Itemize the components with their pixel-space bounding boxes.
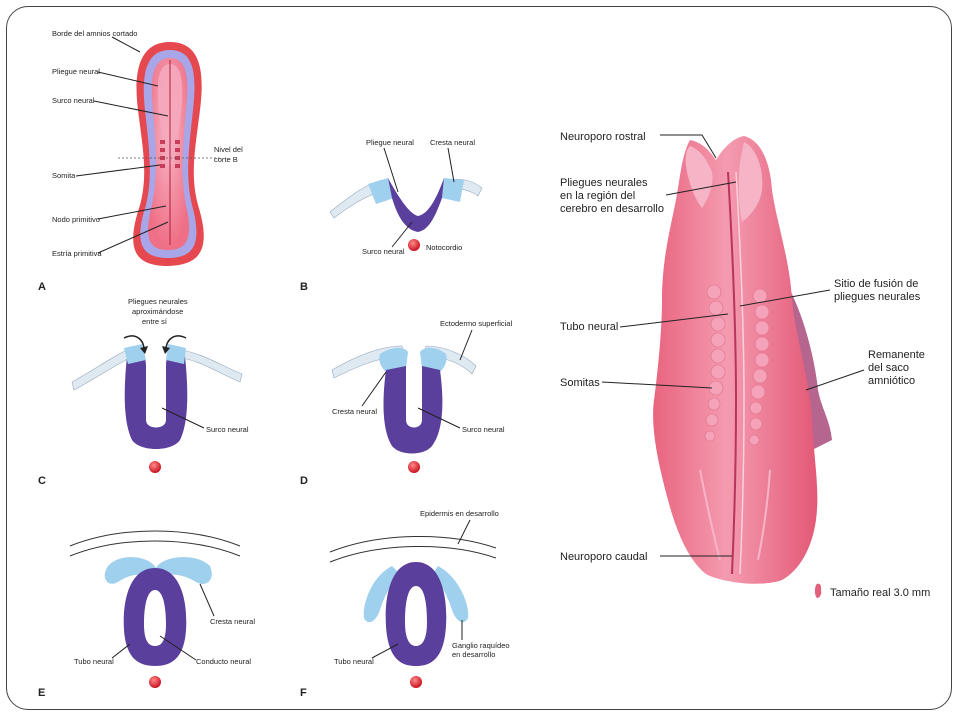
panel-e: Cresta neural Tubo neural Conducto neura… <box>38 530 255 699</box>
label-section-level-1: Nivel del <box>214 145 243 154</box>
panel-letter-e: E <box>38 687 45 699</box>
label-amnion-edge: Borde del amnios cortado <box>52 29 137 38</box>
c-crest-right <box>166 344 186 364</box>
label-fusion-2: pliegues neurales <box>834 291 921 303</box>
label-c-folds-3: entre sí <box>142 317 168 326</box>
c-crest-left <box>124 344 146 364</box>
label-primitive-node: Nodo primitivo <box>52 215 100 224</box>
label-b-neural-crest: Cresta neural <box>430 138 475 147</box>
somites-left <box>704 284 726 442</box>
label-surface-ectoderm: Ectodermo superficial <box>440 319 512 328</box>
label-ganglion-2: en desarrollo <box>452 650 495 659</box>
panel-d: Ectodermo superficial Cresta neural Surc… <box>300 319 512 487</box>
panel-letter-d: D <box>300 475 308 487</box>
f-epidermis <box>329 536 497 553</box>
e-ectoderm <box>69 530 241 547</box>
b-notochord <box>408 239 420 251</box>
neural-groove-line <box>727 171 738 575</box>
b-neural-crest-left <box>368 178 394 204</box>
c-notochord <box>149 461 161 473</box>
label-folds-brain-3: cerebro en desarrollo <box>560 203 664 215</box>
f-notochord <box>410 676 422 688</box>
label-section-level-2: corte B <box>214 155 238 164</box>
label-caudal-neuropore: Neuroporo caudal <box>560 551 647 563</box>
panel-c: Pliegues neurales aproximándose entre sí… <box>38 297 249 487</box>
e-notochord <box>149 676 161 688</box>
label-ganglion-1: Ganglio raquídeo <box>452 641 510 650</box>
label-d-neural-groove: Surco neural <box>462 425 505 434</box>
embryo-dorsal-view: Neuroporo rostral Pliegues neurales en l… <box>560 131 930 599</box>
label-notochord: Notocordio <box>426 243 462 252</box>
label-primitive-streak: Estría primitiva <box>52 249 102 258</box>
label-b-neural-fold: Pliegue neural <box>366 138 414 147</box>
label-amnion-remnant-3: amniótico <box>868 375 915 387</box>
f-ganglion-right <box>434 566 469 623</box>
label-amnion-remnant-1: Remanente <box>868 349 925 361</box>
panel-letter-f: F <box>300 687 307 699</box>
f-neural-tube <box>385 562 447 666</box>
label-a-somite: Somita <box>52 171 76 180</box>
label-folds-brain-1: Pliegues neurales <box>560 177 648 189</box>
somites-right <box>748 288 770 446</box>
label-c-folds-1: Pliegues neurales <box>128 297 188 306</box>
c-neural-tube-open <box>124 346 188 449</box>
panel-letter-b: B <box>300 281 308 293</box>
d-notochord <box>408 461 420 473</box>
label-actual-size: Tamaño real 3.0 mm <box>830 587 930 599</box>
d-crest-right <box>420 347 447 372</box>
label-embryo-neural-tube: Tubo neural <box>560 321 618 333</box>
label-c-folds-2: aproximándose <box>132 307 183 316</box>
d-crest-left <box>379 347 408 372</box>
label-epidermis: Epidermis en desarrollo <box>420 509 499 518</box>
panel-f: Epidermis en desarrollo Tubo neural Gang… <box>300 509 510 699</box>
label-rostral-neuropore: Neuroporo rostral <box>560 131 646 143</box>
label-e-neural-crest: Cresta neural <box>210 617 255 626</box>
actual-size-icon <box>814 583 822 598</box>
b-neural-crest-right <box>442 178 464 202</box>
label-fusion-1: Sitio de fusión de <box>834 278 918 290</box>
label-a-neural-groove: Surco neural <box>52 96 95 105</box>
panel-letter-a: A <box>38 281 46 293</box>
d-neural-tube <box>383 366 443 454</box>
panel-a: Borde del amnios cortado Pliegue neural … <box>38 29 243 293</box>
c-ectoderm-right <box>179 349 243 383</box>
f-ganglion-left <box>363 566 398 623</box>
label-d-neural-crest: Cresta neural <box>332 407 377 416</box>
e-neural-tube <box>123 568 187 666</box>
label-c-neural-groove: Surco neural <box>206 425 249 434</box>
label-a-neural-fold: Pliegue neural <box>52 67 100 76</box>
label-f-neural-tube: Tubo neural <box>334 657 374 666</box>
label-somites: Somitas <box>560 377 600 389</box>
label-folds-brain-2: en la región del <box>560 190 635 202</box>
embryo-head-fold <box>685 146 713 208</box>
label-amnion-remnant-2: del saco <box>868 362 909 374</box>
panel-b: Pliegue neural Cresta neural Surco neura… <box>300 138 483 293</box>
amnion-remnant <box>790 290 832 450</box>
c-ectoderm-left <box>71 347 135 391</box>
label-b-neural-groove: Surco neural <box>362 247 405 256</box>
b-neural-plate <box>388 178 444 232</box>
panel-letter-c: C <box>38 475 46 487</box>
label-neural-canal: Conducto neural <box>196 657 251 666</box>
label-e-neural-tube: Tubo neural <box>74 657 114 666</box>
